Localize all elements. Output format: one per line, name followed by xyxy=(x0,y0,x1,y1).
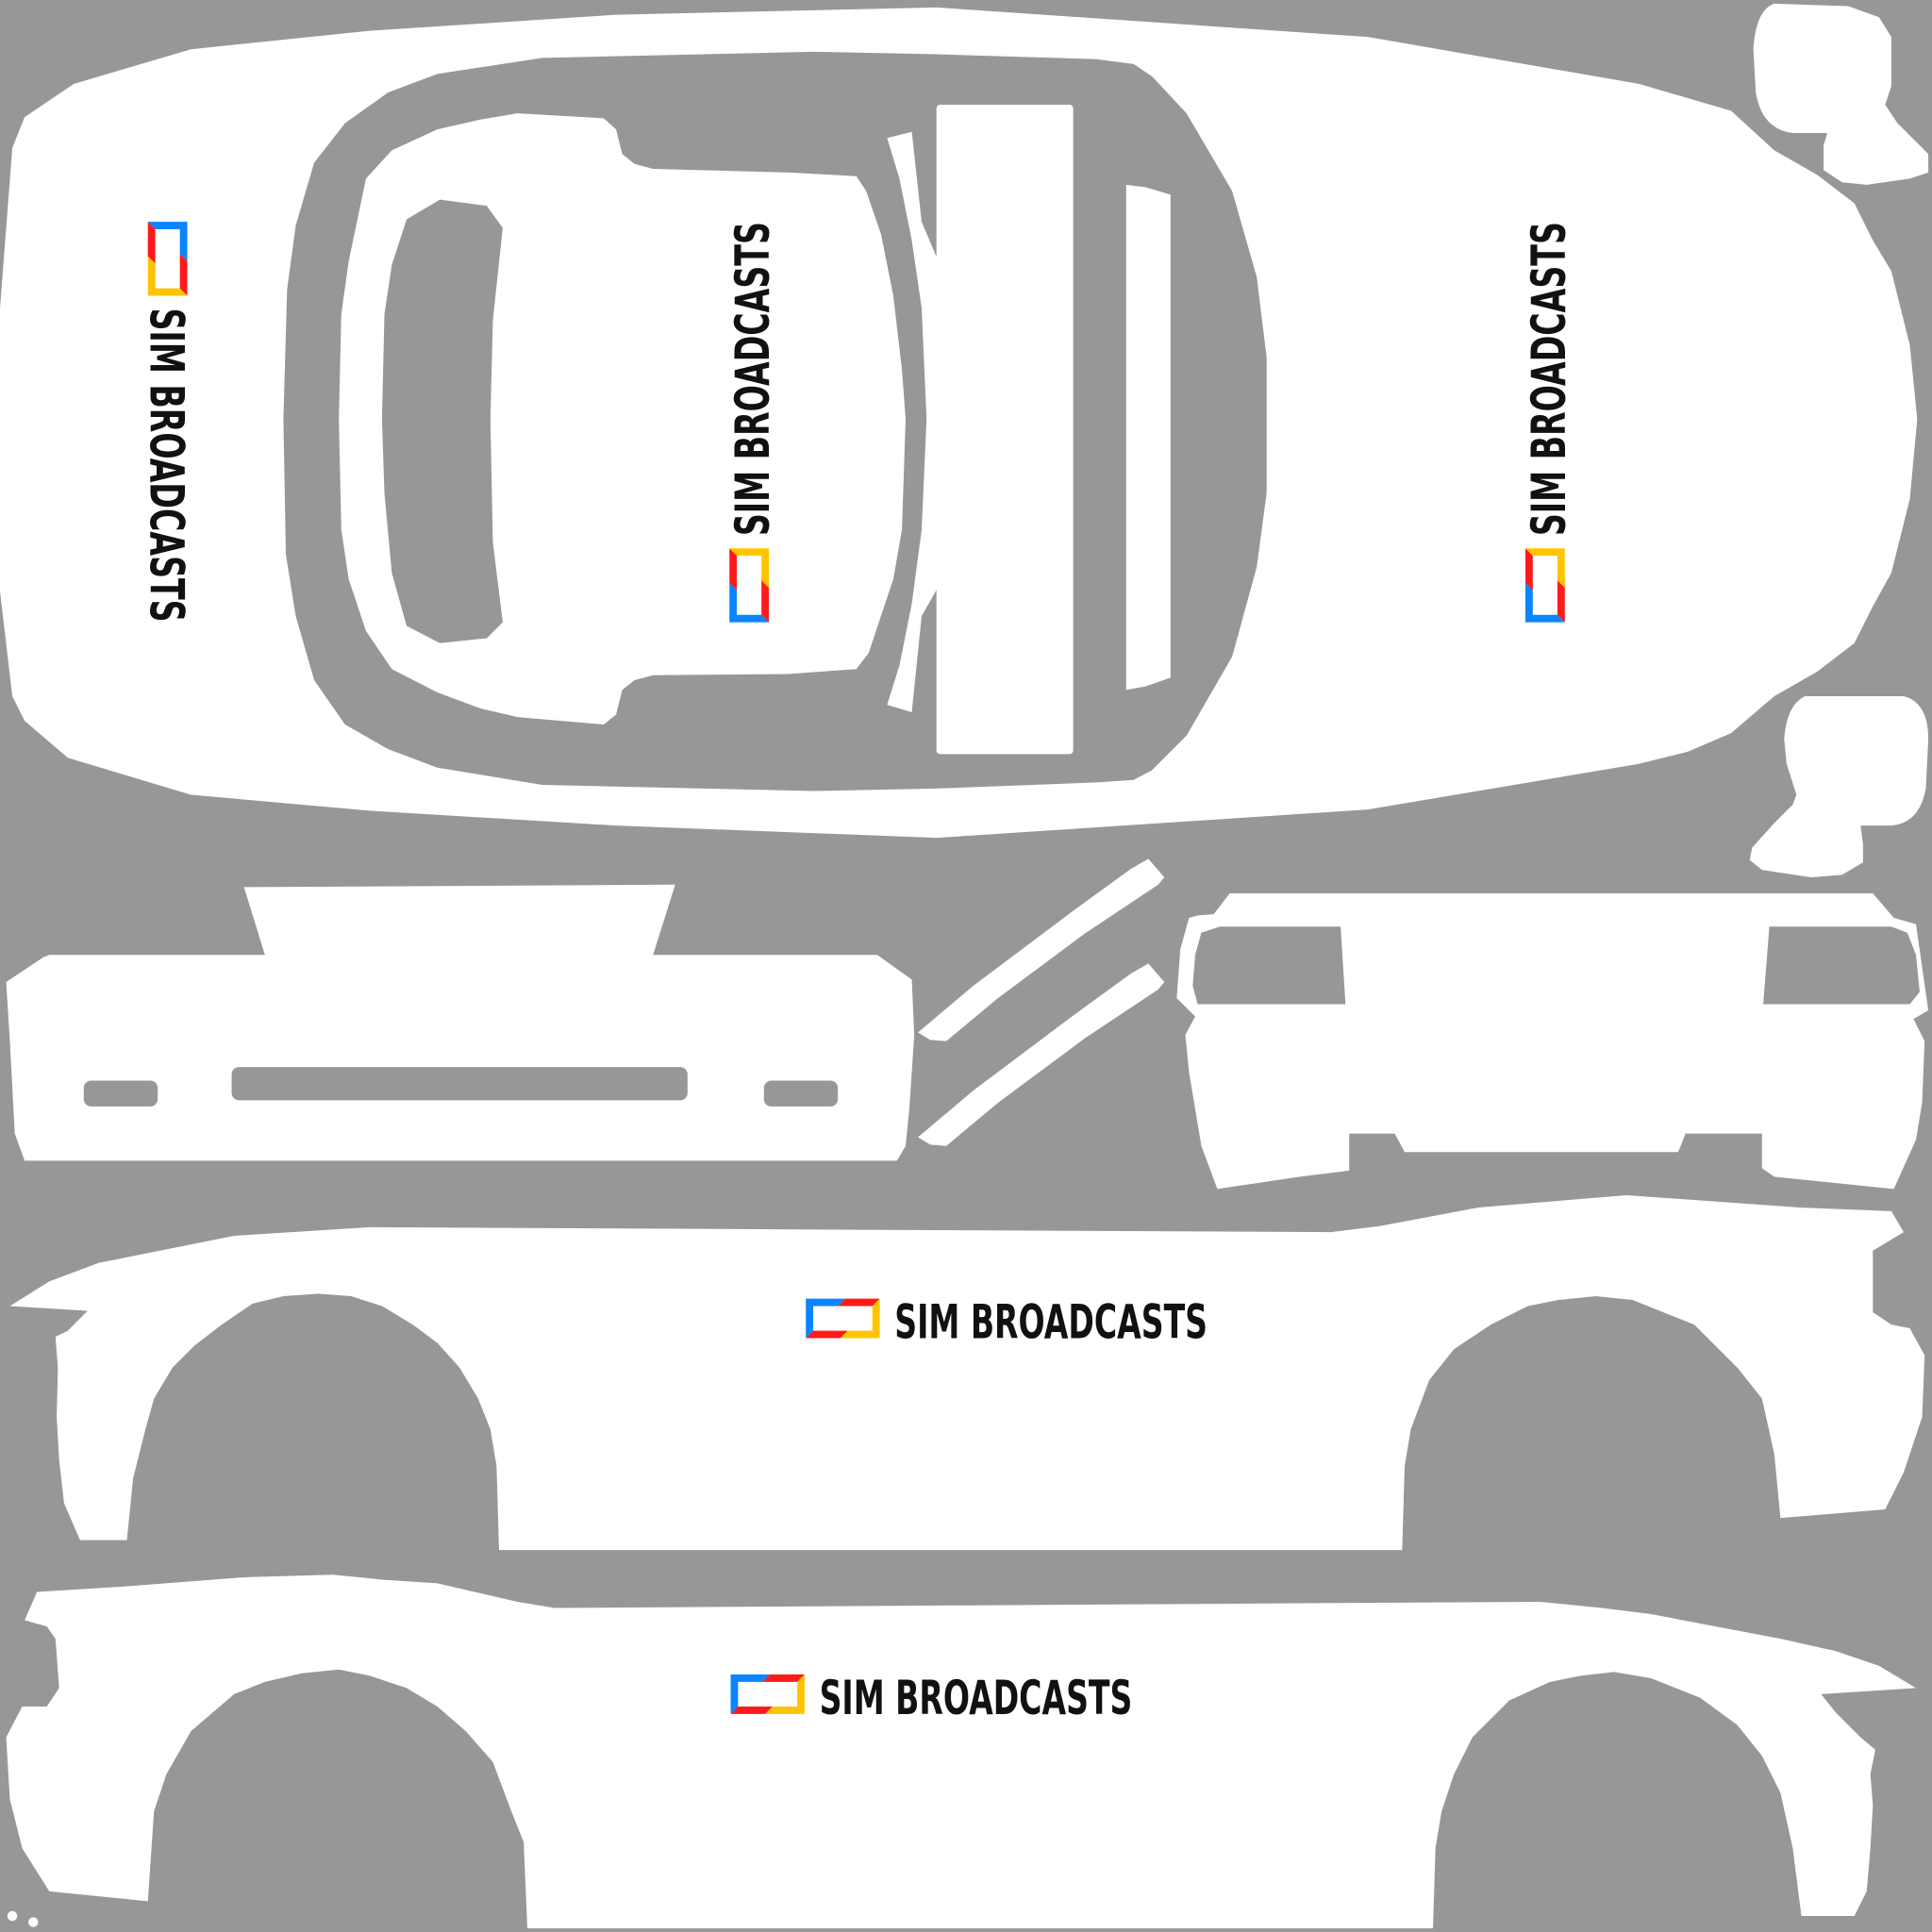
brand-text: SIM BROADCASTS xyxy=(894,1294,1208,1349)
mirror-bottom xyxy=(1749,695,1929,877)
trim-strip-1 xyxy=(918,858,1165,1041)
side-panel-left xyxy=(6,1574,1917,1929)
logo-hood: SIM BROADCASTS xyxy=(1522,222,1576,623)
rear-bumper xyxy=(1176,892,1929,1190)
logo-mark-icon xyxy=(806,1298,880,1339)
logo-roof-center: SIM BROADCASTS xyxy=(725,222,780,623)
logo-roof-left: SIM BROADCASTS xyxy=(139,222,193,623)
trim-strip-2 xyxy=(918,963,1165,1146)
front-bumper xyxy=(6,884,915,1161)
brand-text: SIM BROADCASTS xyxy=(139,308,193,623)
logo-side-left: SIM BROADCASTS xyxy=(730,1671,1133,1725)
mirror-top xyxy=(1753,3,1929,185)
marker-dot xyxy=(28,1917,39,1927)
marker-dot xyxy=(7,1910,18,1922)
logo-mark-icon xyxy=(1524,548,1565,623)
a-pillar-strip xyxy=(887,131,945,712)
brand-text: SIM BROADCASTS xyxy=(820,1671,1133,1725)
logo-mark-icon xyxy=(730,1674,805,1714)
side-panel-right xyxy=(9,1194,1925,1573)
logo-mark-icon xyxy=(147,222,188,296)
brand-text: SIM BROADCASTS xyxy=(1522,222,1576,536)
brand-text: SIM BROADCASTS xyxy=(725,222,780,536)
windshield-strip xyxy=(936,105,1074,755)
logo-side-right: SIM BROADCASTS xyxy=(806,1294,1208,1349)
logo-mark-icon xyxy=(729,548,770,623)
top-panel xyxy=(0,7,1918,839)
rear-spoiler-strip xyxy=(1125,184,1171,691)
